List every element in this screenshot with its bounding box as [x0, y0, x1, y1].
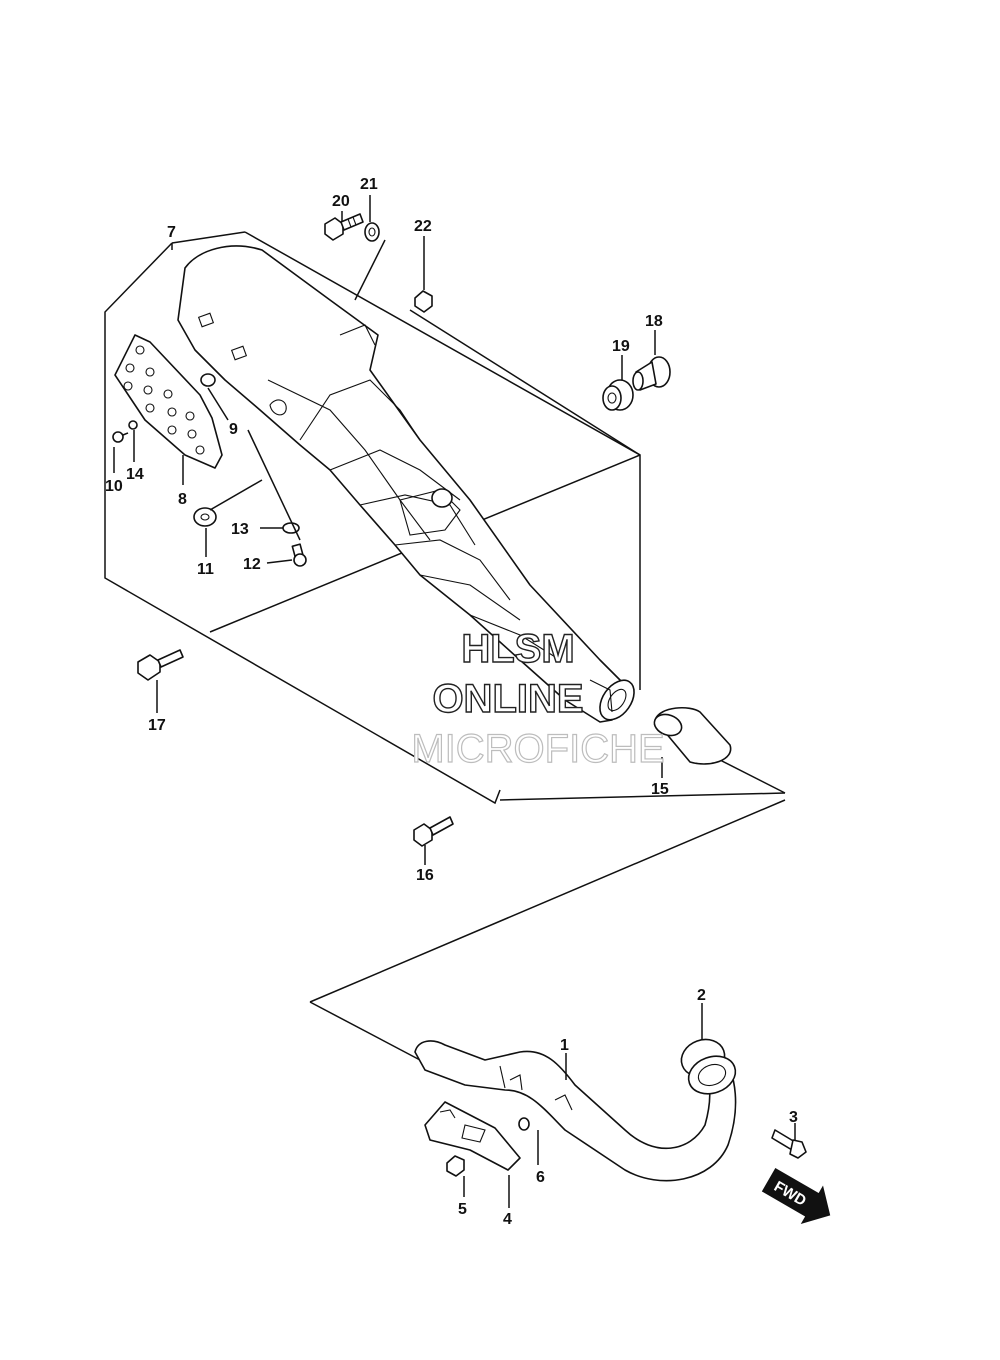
callout-11[interactable]: 11 — [197, 561, 214, 578]
callout-6[interactable]: 6 — [536, 1169, 545, 1186]
heat-shield-plate — [114, 334, 223, 469]
callout-18[interactable]: 18 — [645, 313, 663, 330]
watermark-line-1: HLSM — [461, 627, 574, 671]
callout-10[interactable]: 10 — [105, 478, 123, 495]
bolt-16 — [413, 816, 454, 847]
callout-14[interactable]: 14 — [126, 466, 144, 483]
callout-19[interactable]: 19 — [612, 338, 630, 355]
screw-10 — [112, 431, 129, 443]
callout-17[interactable]: 17 — [148, 717, 166, 734]
callout-5[interactable]: 5 — [458, 1201, 467, 1218]
nut-22 — [414, 290, 433, 313]
callout-21[interactable]: 21 — [360, 176, 378, 193]
forward-arrow-icon: FWD — [761, 1168, 831, 1225]
callout-15[interactable]: 15 — [651, 781, 669, 798]
washer-14 — [128, 420, 138, 430]
bolt-17 — [137, 649, 184, 681]
watermark: HLSM ONLINE MICROFICHE — [411, 626, 666, 771]
watermark-line-3: MICROFICHE — [411, 727, 664, 771]
sleeve-15 — [653, 706, 732, 765]
bolt-12 — [291, 543, 307, 567]
callout-4[interactable]: 4 — [503, 1211, 512, 1228]
nut-5 — [446, 1155, 465, 1177]
callout-2[interactable]: 2 — [697, 987, 706, 1004]
washer-21 — [364, 222, 380, 242]
grommet-19 — [602, 379, 634, 411]
bracket-4 — [424, 1101, 521, 1171]
callout-20[interactable]: 20 — [332, 193, 350, 210]
callout-7[interactable]: 7 — [167, 224, 176, 241]
callout-8[interactable]: 8 — [178, 491, 187, 508]
callout-16[interactable]: 16 — [416, 867, 434, 884]
callout-22[interactable]: 22 — [414, 218, 432, 235]
bolt-3 — [771, 1129, 807, 1159]
washer-6 — [518, 1117, 530, 1131]
gasket-2 — [680, 1038, 737, 1095]
callout-3[interactable]: 3 — [789, 1109, 798, 1126]
muffler-body — [177, 245, 635, 723]
watermark-line-2: ONLINE — [432, 677, 583, 721]
washer-9 — [200, 373, 216, 387]
callout-9[interactable]: 9 — [229, 421, 238, 438]
callout-12[interactable]: 12 — [243, 556, 261, 573]
callout-labels: 1 2 3 4 5 6 7 8 9 10 11 12 13 14 15 16 1… — [105, 176, 798, 1228]
collar-18 — [632, 356, 671, 391]
callout-13[interactable]: 13 — [231, 521, 249, 538]
washer-11 — [193, 507, 217, 527]
bolt-20 — [324, 213, 364, 241]
callout-1[interactable]: 1 — [560, 1037, 569, 1054]
leader-lines — [113, 195, 796, 1208]
